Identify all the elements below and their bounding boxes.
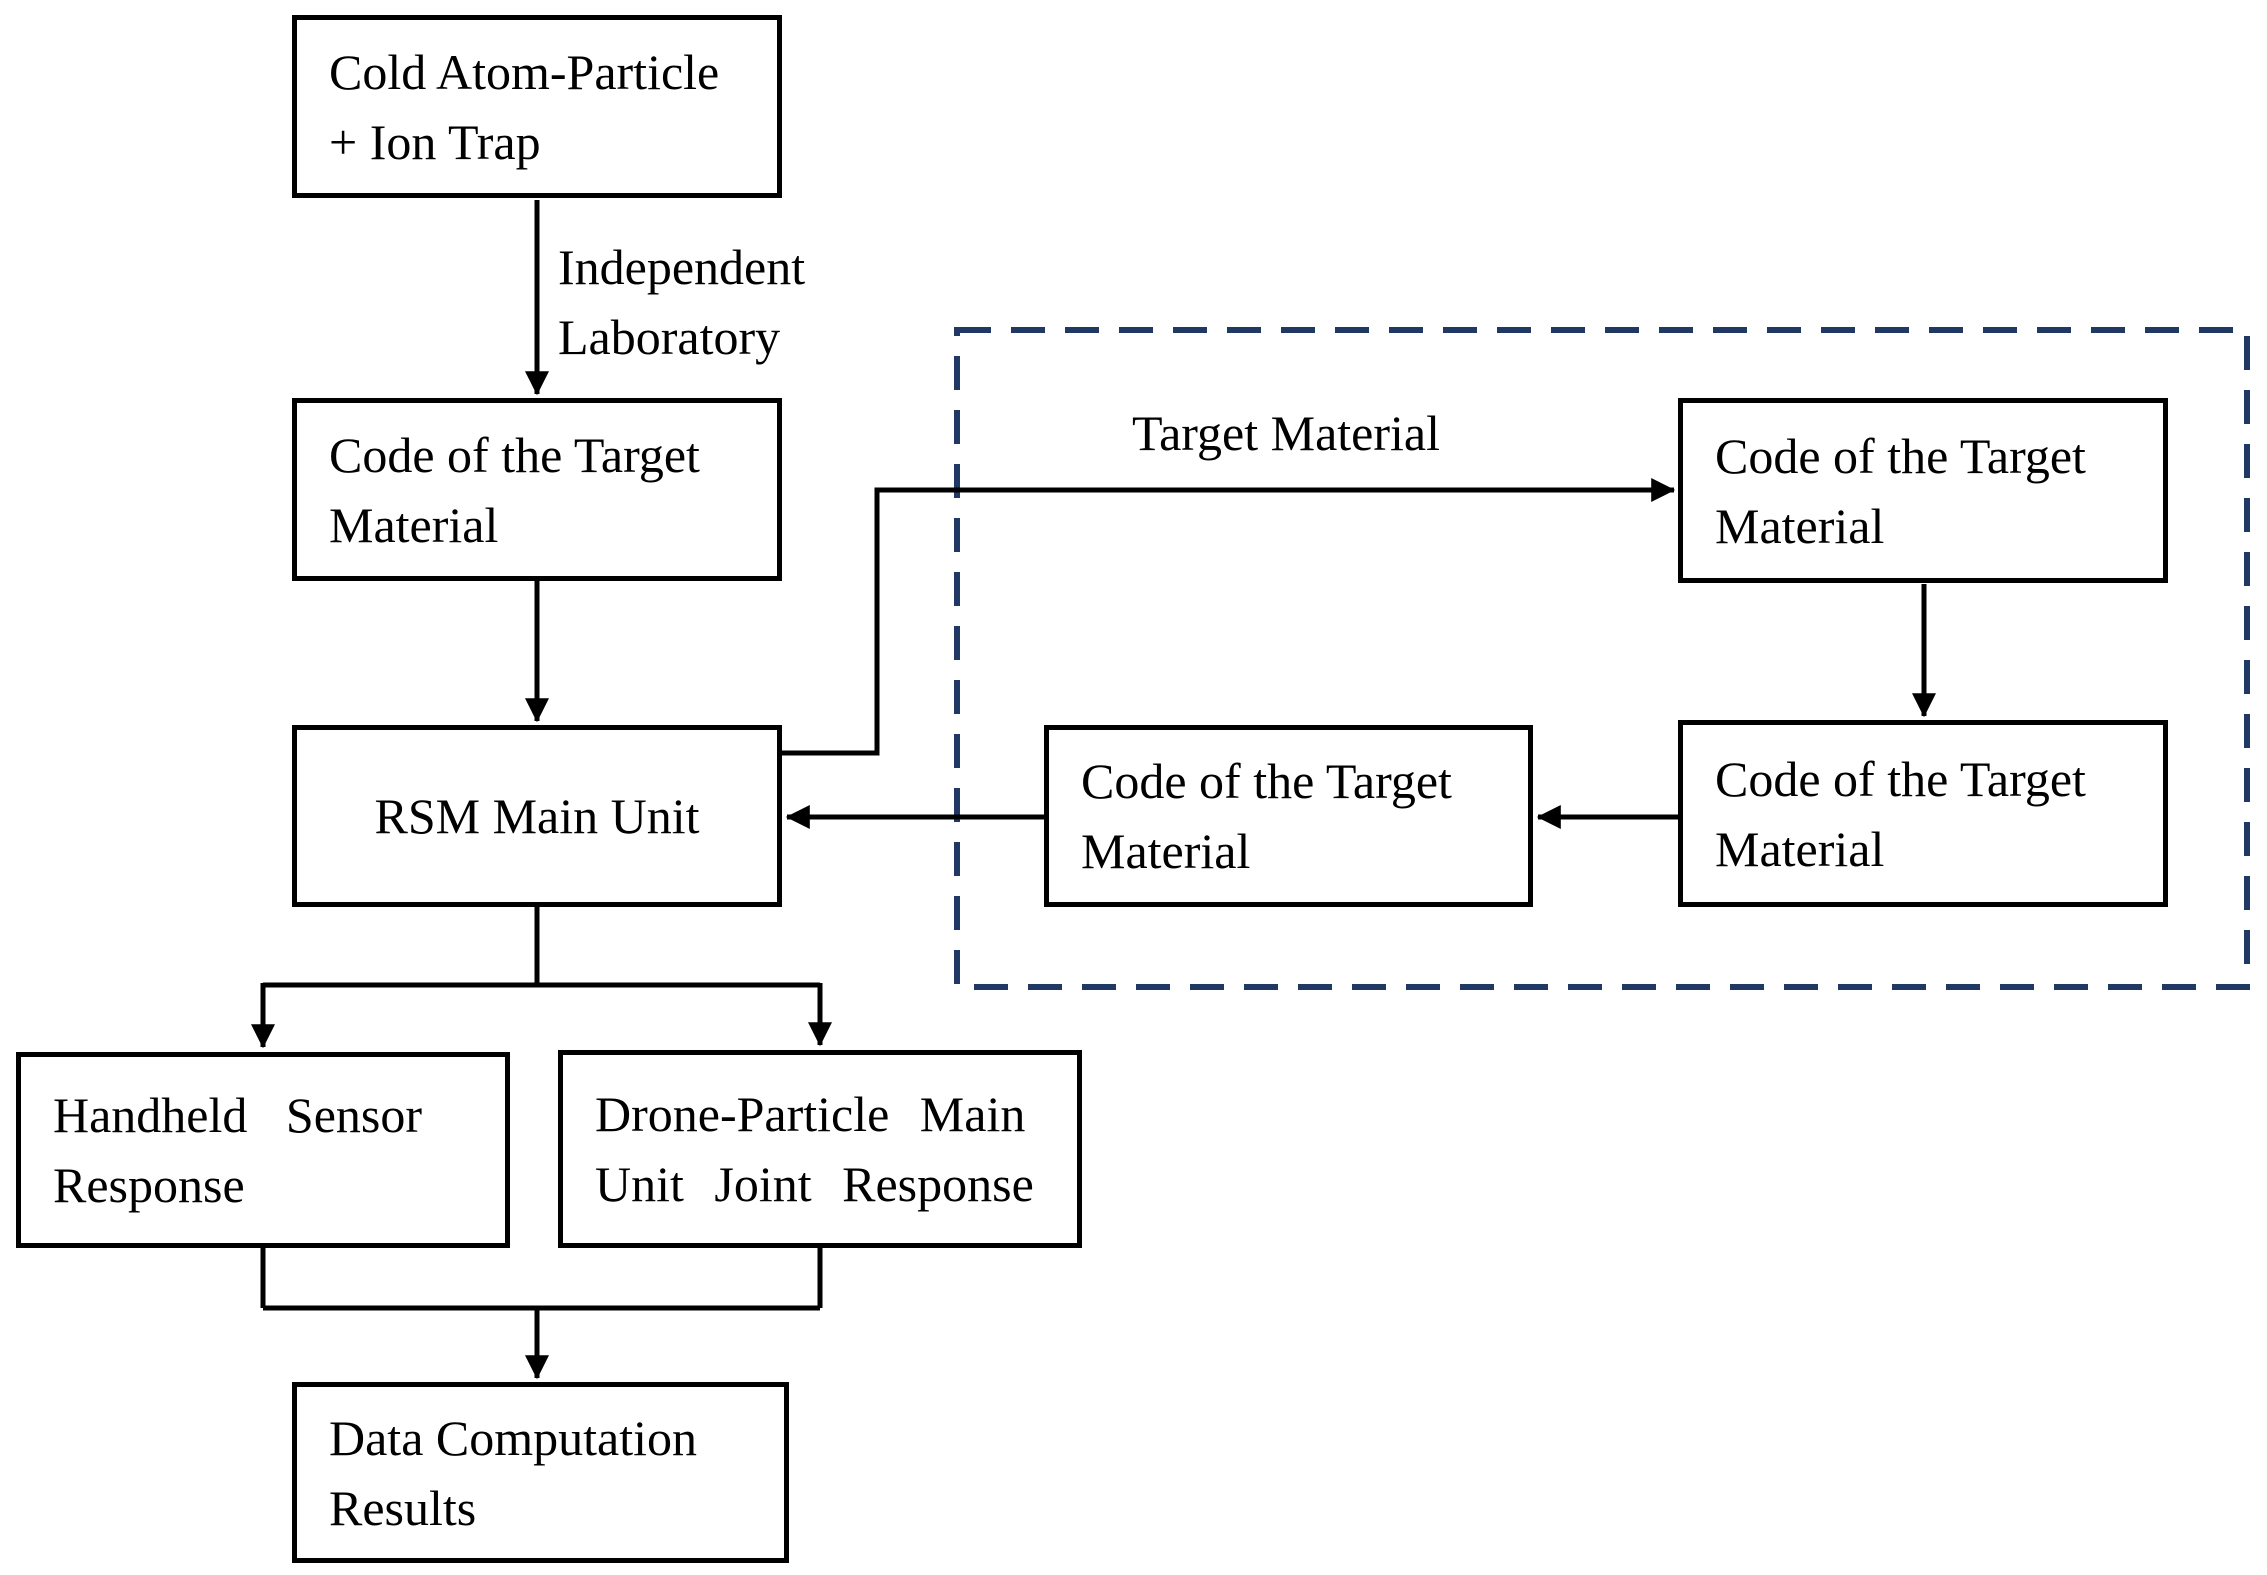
- edge-label-line: Laboratory: [558, 309, 781, 365]
- node-rsm-main-unit: RSM Main Unit: [292, 725, 782, 907]
- node-data-computation-results: Data Computation Results: [292, 1382, 789, 1563]
- node-code-of-target-material-top-right: Code of the Target Material: [1678, 398, 2168, 583]
- edge-label-target-material: Target Material: [1036, 398, 1536, 468]
- node-text-line: Handheld Sensor: [53, 1087, 422, 1143]
- node-text-line: Cold Atom-Particle: [329, 43, 720, 100]
- node-text-line: Code of the Target: [329, 426, 700, 483]
- edge-label-independent-laboratory: Independent Laboratory: [558, 232, 805, 372]
- node-text-line: Drone-Particle Main: [595, 1086, 1026, 1142]
- node-code-of-target-material-bottom-right: Code of the Target Material: [1678, 720, 2168, 907]
- node-code-of-target-material-middle: Code of the Target Material: [1044, 725, 1533, 907]
- node-text-line: Material: [1715, 497, 1885, 554]
- node-text-line: + Ion Trap: [329, 113, 541, 170]
- edge-label-line: Independent: [558, 239, 806, 295]
- dashed-region-border: [954, 327, 2250, 990]
- node-text-line: Material: [329, 496, 499, 553]
- arrow-rsm-to-codetopright: [780, 478, 1676, 756]
- node-text-line: Results: [329, 1479, 477, 1536]
- node-text-line: Material: [1715, 820, 1885, 877]
- node-code-of-target-material-left: Code of the Target Material: [292, 398, 782, 581]
- node-text-line: Code of the Target: [1715, 750, 2086, 807]
- node-handheld-sensor-response: Handheld Sensor Response: [16, 1052, 510, 1248]
- node-text-line: Material: [1081, 823, 1251, 879]
- node-text-line: Code of the Target: [1081, 753, 1452, 809]
- node-text-line: Unit Joint Response: [595, 1156, 1034, 1212]
- node-text-line: Data Computation: [329, 1409, 697, 1466]
- node-text-line: Response: [53, 1157, 245, 1213]
- node-cold-atom-ion-trap: Cold Atom-Particle + Ion Trap: [292, 15, 782, 198]
- edge-label-line: Target Material: [1132, 405, 1440, 461]
- node-text-line: Code of the Target: [1715, 427, 2086, 484]
- node-drone-particle-joint-response: Drone-Particle Main Unit Joint Response: [558, 1050, 1082, 1248]
- node-text-line: RSM Main Unit: [374, 788, 700, 844]
